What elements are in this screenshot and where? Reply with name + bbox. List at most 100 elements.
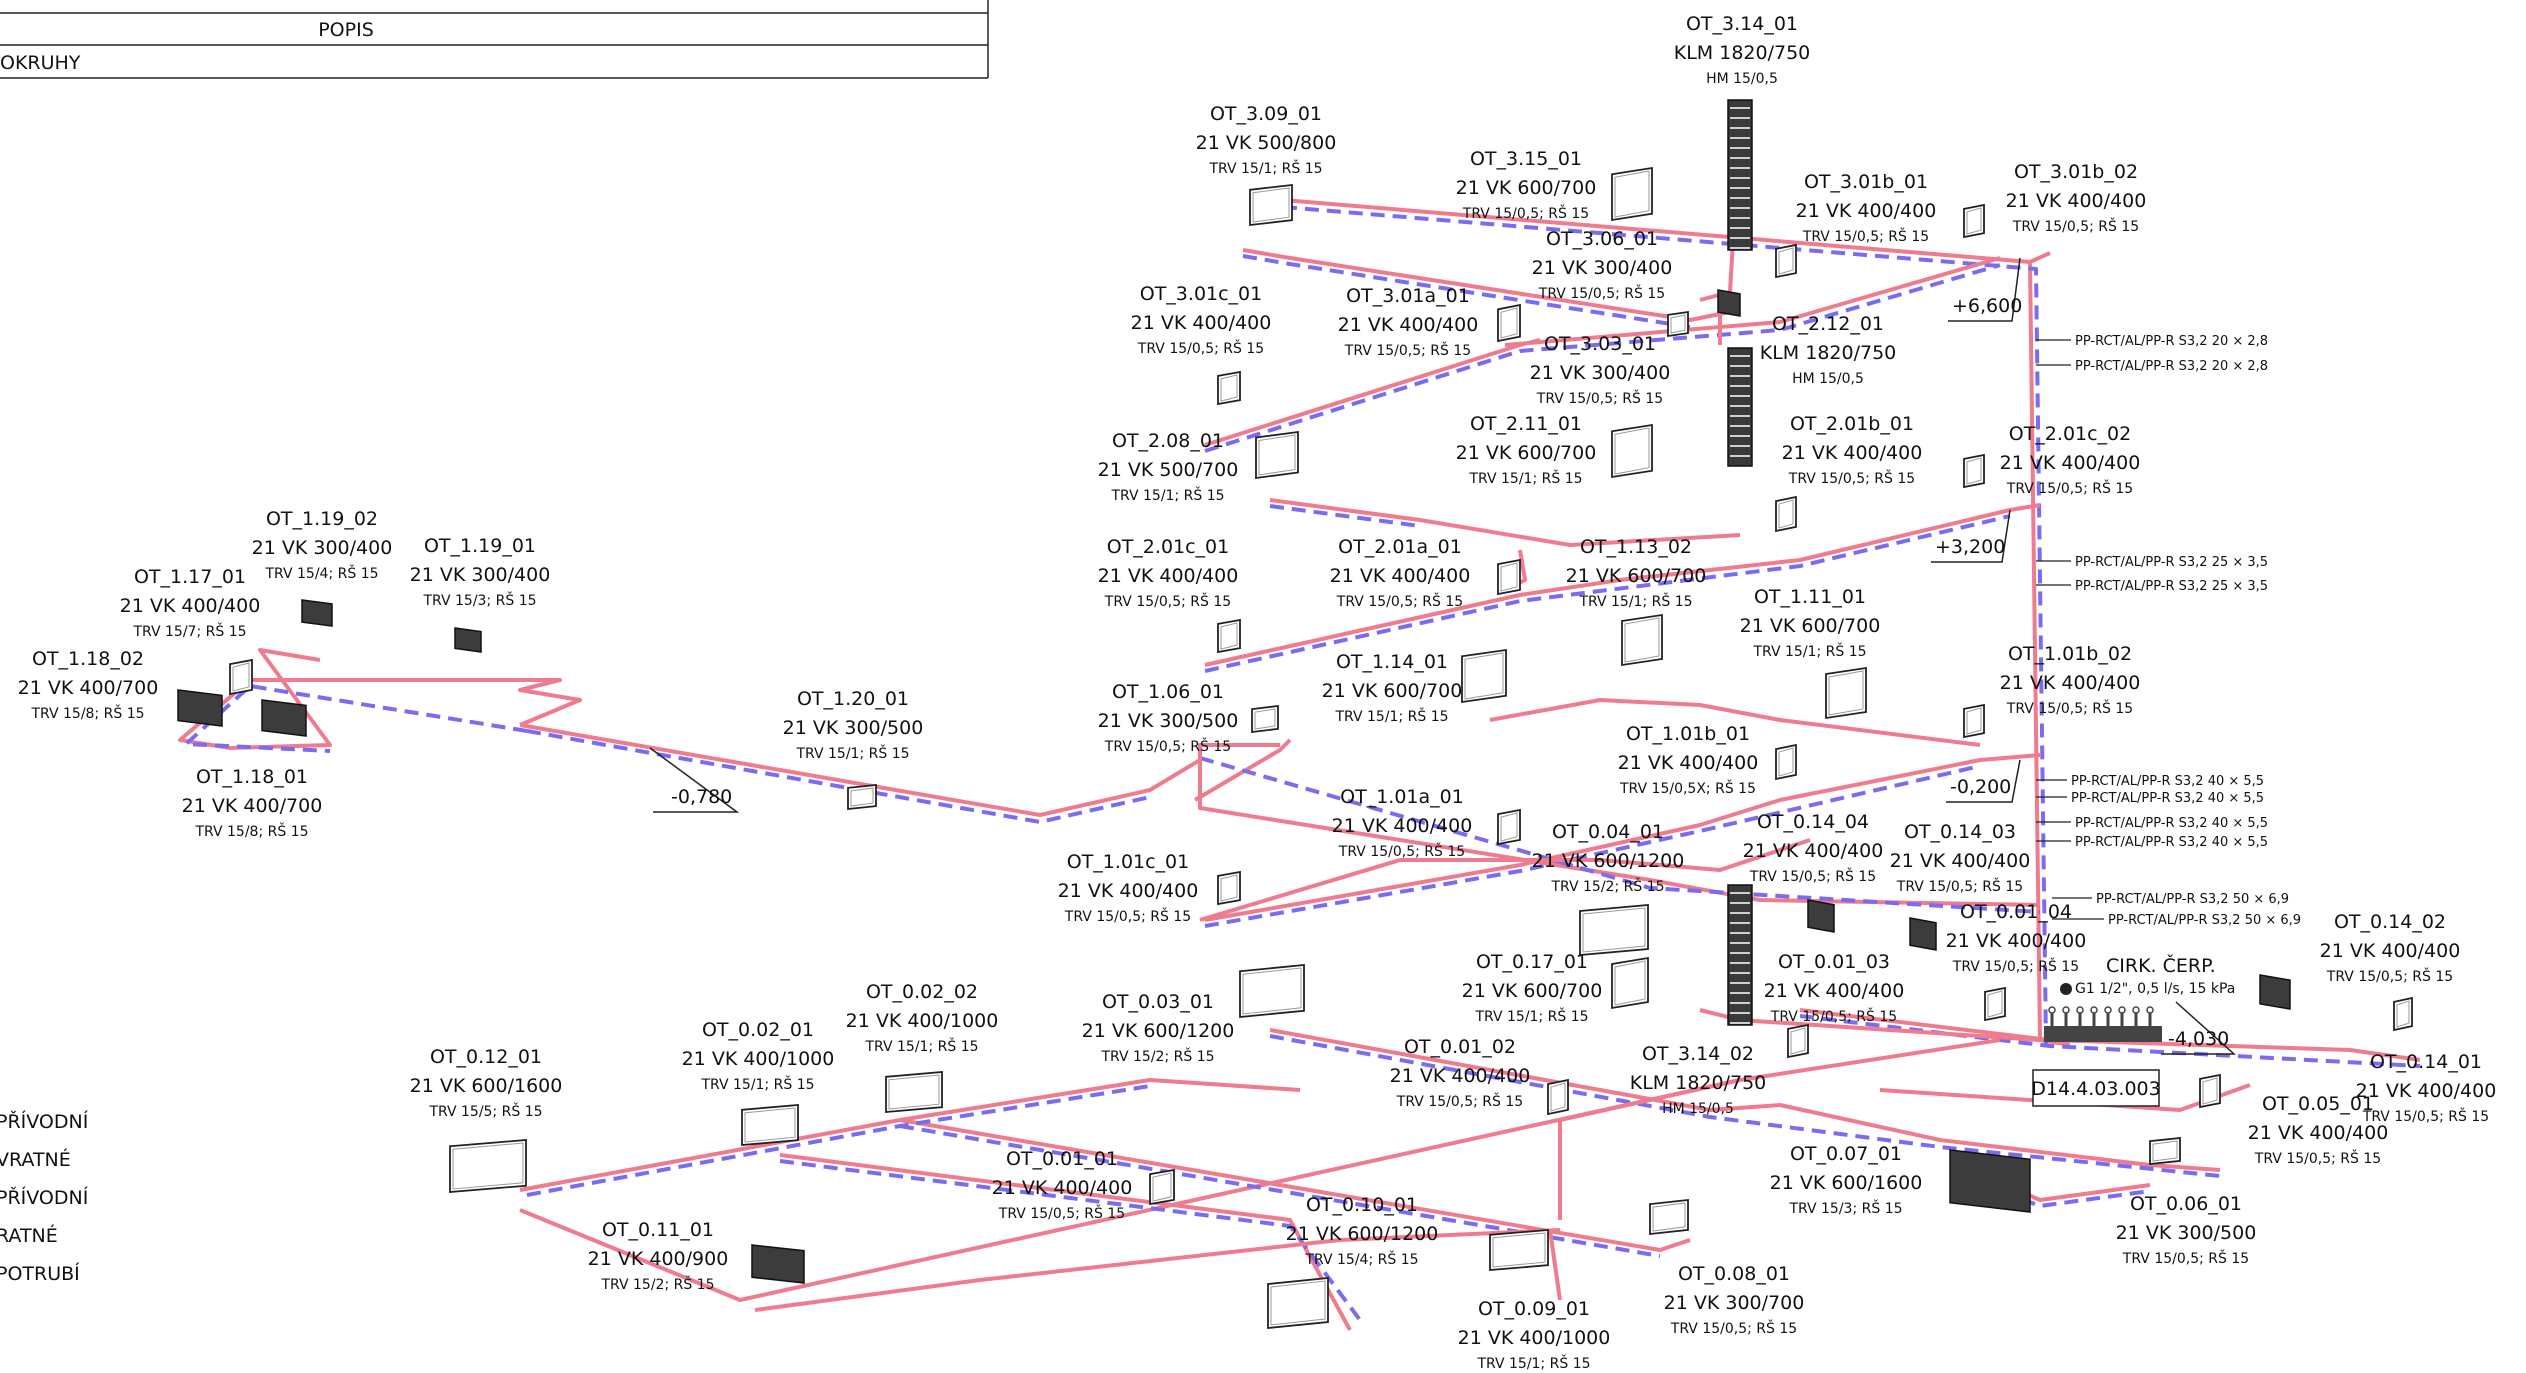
- radiator-icon: [1825, 666, 1867, 720]
- radiator-code: OT_0.12_01: [430, 1046, 542, 1068]
- level-marker-minus4030: -4,030: [2161, 1001, 2236, 1055]
- radiator-code: OT_3.03_01: [1544, 333, 1656, 355]
- pipe-spec-label: PP-RCT/AL/PP-R S3,2 50 × 6,9: [2052, 913, 2301, 928]
- radiator-model: 21 VK 400/400: [1390, 1065, 1531, 1087]
- radiator-model: 21 VK 400/400: [1338, 314, 1479, 336]
- radiator-spec: TRV 15/0,5; RŠ 15: [1462, 204, 1589, 222]
- level-marker-minus0780: -0,780: [649, 747, 740, 813]
- radiator-spec: TRV 15/0,5; RŠ 15: [1788, 469, 1915, 487]
- radiator-code: OT_2.08_01: [1112, 430, 1224, 452]
- radiator-spec: TRV 15/1; RŠ 15: [864, 1037, 978, 1055]
- pump-icon: [2060, 983, 2072, 995]
- radiator-code: OT_1.13_02: [1580, 536, 1692, 558]
- svg-text:+3,200: +3,200: [1935, 536, 2005, 558]
- radiator-model: 21 VK 400/400: [1618, 752, 1759, 774]
- radiator-spec: TRV 15/1; RŠ 15: [700, 1075, 814, 1093]
- radiator-model: 21 VK 400/400: [2320, 940, 2461, 962]
- radiator-code: OT_2.11_01: [1470, 413, 1582, 435]
- radiator-spec: TRV 15/5; RŠ 15: [428, 1102, 542, 1120]
- radiator-spec: TRV 15/0,5; RŠ 15: [1344, 341, 1471, 359]
- radiator-code: OT_0.14_01: [2370, 1051, 2482, 1073]
- radiator-icon: [1149, 1168, 1175, 1206]
- radiator-spec: TRV 15/0,5; RŠ 15: [1749, 867, 1876, 885]
- radiator-code: OT_0.05_01: [2262, 1093, 2374, 1115]
- manifold-icon: [2044, 1026, 2162, 1042]
- radiator-spec: TRV 15/7; RŠ 15: [132, 622, 246, 640]
- radiator-code: OT_0.01_02: [1404, 1036, 1516, 1058]
- radiator-model: 21 VK 600/700: [1462, 980, 1603, 1002]
- radiator-spec: TRV 15/3; RŠ 15: [422, 591, 536, 609]
- radiator-code: OT_0.01_03: [1778, 951, 1890, 973]
- pump-title: CIRK. ČERP.: [2106, 953, 2216, 977]
- radiator-spec: TRV 15/2; RŠ 15: [1100, 1047, 1214, 1065]
- radiator-icon: [1255, 430, 1299, 480]
- pipe-spec-label: PP-RCT/AL/PP-R S3,2 40 × 5,5: [2036, 835, 2268, 850]
- pipe-spec-labels: PP-RCT/AL/PP-R S3,2 20 × 2,8PP-RCT/AL/PP…: [2036, 334, 2301, 928]
- radiator-icon: [741, 1104, 799, 1146]
- radiator-icon: [2393, 996, 2413, 1032]
- radiator-model: 21 VK 400/400: [1946, 930, 2087, 952]
- radiator-spec: TRV 15/0,5; RŠ 15: [1536, 389, 1663, 407]
- radiator-model: 21 VK 600/700: [1740, 615, 1881, 637]
- pipe-spec-label: PP-RCT/AL/PP-R S3,2 40 × 5,5: [2036, 791, 2264, 806]
- radiator-model: 21 VK 300/400: [410, 564, 551, 586]
- radiator-model: 21 VK 400/400: [1796, 200, 1937, 222]
- radiator-icon: [1909, 917, 1937, 951]
- radiator-icon: [454, 627, 482, 653]
- radiator-model: 21 VK 600/1200: [1532, 850, 1685, 872]
- level-markers: +6,600 +3,200 -0,200 -0,780 -4,030: [649, 257, 2236, 1055]
- radiator-model: 21 VK 500/700: [1098, 459, 1239, 481]
- radiator-icon: [177, 689, 223, 727]
- radiator-model: 21 VK 400/400: [2000, 672, 2141, 694]
- radiator-icon: [1497, 558, 1521, 596]
- radiator-model: KLM 1820/750: [1674, 42, 1811, 64]
- radiator-spec: TRV 15/0,5; RŠ 15: [1802, 227, 1929, 245]
- radiator-spec: TRV 15/4; RŠ 15: [1304, 1250, 1418, 1268]
- radiator-icon: [1497, 808, 1521, 846]
- radiator-icon: [1727, 99, 1753, 251]
- radiator-spec: TRV 15/8; RŠ 15: [194, 822, 308, 840]
- pipe-spec-text: PP-RCT/AL/PP-R S3,2 40 × 5,5: [2071, 791, 2264, 806]
- radiator-spec: TRV 15/1; RŠ 15: [1468, 469, 1582, 487]
- radiator-code: OT_3.06_01: [1546, 228, 1658, 250]
- level-marker-6600: +6,600: [1948, 257, 2022, 322]
- svg-text:+6,600: +6,600: [1952, 295, 2022, 317]
- radiator-spec: TRV 15/1; RŠ 15: [1752, 642, 1866, 660]
- radiator-spec: TRV 15/0,5; RŠ 15: [2006, 699, 2133, 717]
- radiator-code: OT_0.07_01: [1790, 1143, 1902, 1165]
- radiator-model: 21 VK 600/1600: [1770, 1172, 1923, 1194]
- radiator-spec: TRV 15/8; RŠ 15: [30, 704, 144, 722]
- radiator-spec: TRV 15/0,5; RŠ 15: [1336, 592, 1463, 610]
- pipe-spec-label: PP-RCT/AL/PP-R S3,2 40 × 5,5: [2036, 816, 2268, 831]
- manifold-stubs: [2048, 1006, 2154, 1026]
- radiator-code: OT_2.12_01: [1772, 313, 1884, 335]
- pipe-spec-label: PP-RCT/AL/PP-R S3,2 20 × 2,8: [2036, 359, 2268, 374]
- radiator-code: OT_1.14_01: [1336, 651, 1448, 673]
- radiator-code: OT_1.01b_01: [1626, 723, 1750, 745]
- radiator-spec: TRV 15/0,5; RŠ 15: [2006, 479, 2133, 497]
- table-heading-description: POPIS: [318, 19, 374, 41]
- radiator-model: 21 VK 400/1000: [682, 1048, 835, 1070]
